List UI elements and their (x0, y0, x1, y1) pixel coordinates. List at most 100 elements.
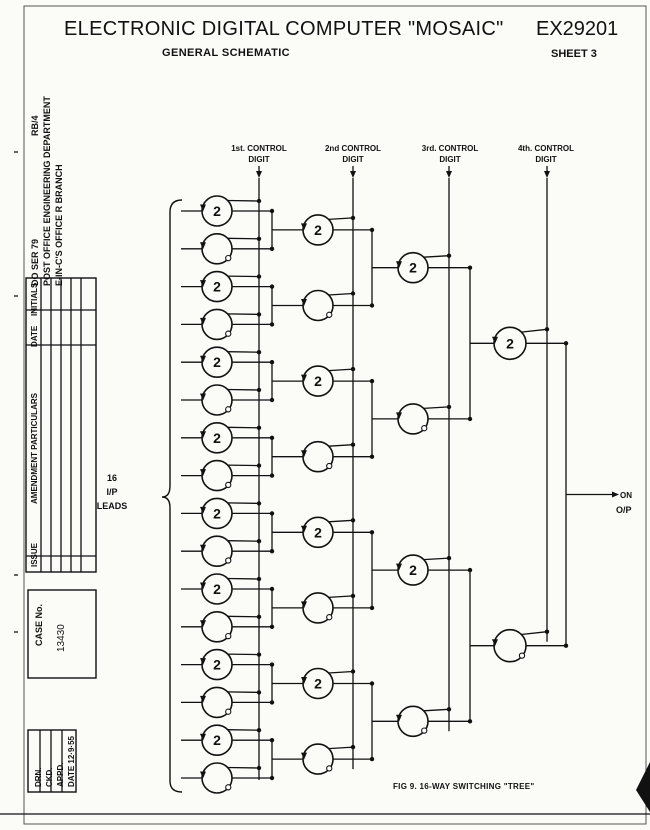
control-tap (227, 615, 260, 618)
inverter-bubble (326, 765, 333, 772)
gate-label: 2 (213, 657, 221, 673)
control-digit-3-label: 3rd. CONTROL DIGIT (410, 143, 490, 165)
junction-dot (256, 425, 262, 430)
drawn-by-label: DRN. (34, 767, 43, 787)
gate-label: 2 (213, 732, 221, 748)
control-tap (227, 691, 260, 694)
control-tap (423, 557, 450, 561)
junction-dot (269, 775, 275, 781)
drawing-title: ELECTRONIC DIGITAL COMPUTER "MOSAIC" (64, 18, 504, 40)
junction-dot (269, 662, 275, 667)
control-digit-ordinal: 1st. (231, 144, 245, 153)
junction-dot (269, 700, 275, 705)
input-count-label: 16 (106, 473, 117, 483)
output-op-label: O/P (616, 505, 632, 515)
inverter-bubble (421, 727, 428, 734)
control-digit-word: DIGIT (342, 155, 364, 164)
control-digit-1-label: 1st. CONTROL DIGIT (219, 143, 299, 165)
gate-label: 2 (314, 524, 322, 540)
junction-dot (269, 586, 275, 592)
control-tap (227, 540, 260, 542)
junction-dot (369, 681, 375, 686)
control-tap (328, 670, 354, 674)
junction-dot (369, 303, 375, 308)
junction-dot (269, 284, 275, 289)
inverter-bubble (326, 614, 333, 621)
drawing-subtitle: GENERAL SCHEMATIC (162, 47, 291, 59)
amendment-issue-header: ISSUE (30, 542, 39, 567)
gate-label: 2 (314, 373, 322, 389)
junction-dot (269, 738, 275, 743)
inverter-bubble (326, 462, 333, 470)
junction-dot (256, 765, 262, 771)
case-box (27, 589, 97, 679)
control-tap (328, 746, 354, 750)
junction-dot (256, 236, 262, 241)
junction-dot (256, 614, 262, 619)
output-on-label: ON (620, 491, 632, 500)
input-leads-label: LEADS (96, 501, 128, 511)
gate-label: 2 (409, 562, 417, 578)
control-tap (227, 577, 260, 580)
control-tap (227, 313, 260, 316)
inverter-bubble (225, 632, 232, 640)
control-tap (227, 653, 260, 656)
amendment-initials-header: INITIALS (30, 282, 39, 316)
control-tap (423, 255, 450, 258)
control-tap (227, 388, 260, 391)
gate-label: 2 (213, 430, 221, 446)
junction-dot (467, 265, 473, 270)
gate-label: 2 (213, 203, 221, 219)
junction-dot (256, 652, 262, 657)
junction-dot (256, 501, 262, 506)
arrow-head (544, 171, 550, 178)
junction-dot (256, 576, 262, 582)
junction-dot (269, 246, 275, 251)
control-tap (227, 275, 260, 278)
control-tap (227, 351, 260, 353)
gate-label: 2 (213, 581, 221, 597)
control-tap (227, 199, 260, 202)
sidebar-line-1: DO SER 79 (30, 238, 40, 286)
junction-dot (563, 341, 569, 346)
control-digit-word: CONTROL (438, 144, 479, 153)
junction-dot (369, 378, 375, 384)
case-number: 13430 (56, 624, 67, 652)
arrow-head (256, 171, 262, 178)
control-tap (423, 708, 450, 712)
junction-dot (563, 643, 569, 648)
junction-dot (256, 539, 262, 544)
inverter-bubble (518, 652, 526, 659)
control-tap (423, 406, 450, 410)
junction-dot (269, 435, 275, 440)
control-tap (227, 426, 260, 429)
input-brace (161, 199, 183, 793)
gate-label: 2 (409, 260, 417, 276)
input-ip-label: I/P (106, 487, 118, 497)
control-tap (227, 766, 260, 769)
drawing-number: EX29201 (536, 18, 619, 40)
junction-dot (269, 208, 275, 214)
control-tap (227, 237, 260, 240)
junction-dot (269, 473, 275, 478)
sheet-number: SHEET 3 (551, 48, 597, 60)
junction-dot (256, 463, 262, 468)
junction-dot (369, 756, 375, 762)
control-tap (328, 368, 354, 372)
arrow-head (350, 171, 356, 178)
approved-by-label: APPD. (56, 762, 65, 787)
sidebar-line-3: E-IN-C'S OFFICE R BRANCH (54, 164, 64, 286)
junction-dot (369, 530, 375, 535)
inverter-bubble (225, 254, 232, 262)
control-tap (521, 328, 548, 333)
arrow-head (612, 491, 619, 498)
figure-caption: FIG 9. 16-WAY SWITCHING "TREE" (393, 782, 535, 791)
junction-dot (269, 397, 275, 403)
junction-dot (256, 728, 262, 733)
junction-dot (269, 511, 275, 516)
checked-by-label: CKD. (45, 767, 54, 787)
control-tap (227, 464, 260, 467)
junction-dot (467, 719, 473, 724)
case-label: CASE No. (34, 603, 44, 646)
